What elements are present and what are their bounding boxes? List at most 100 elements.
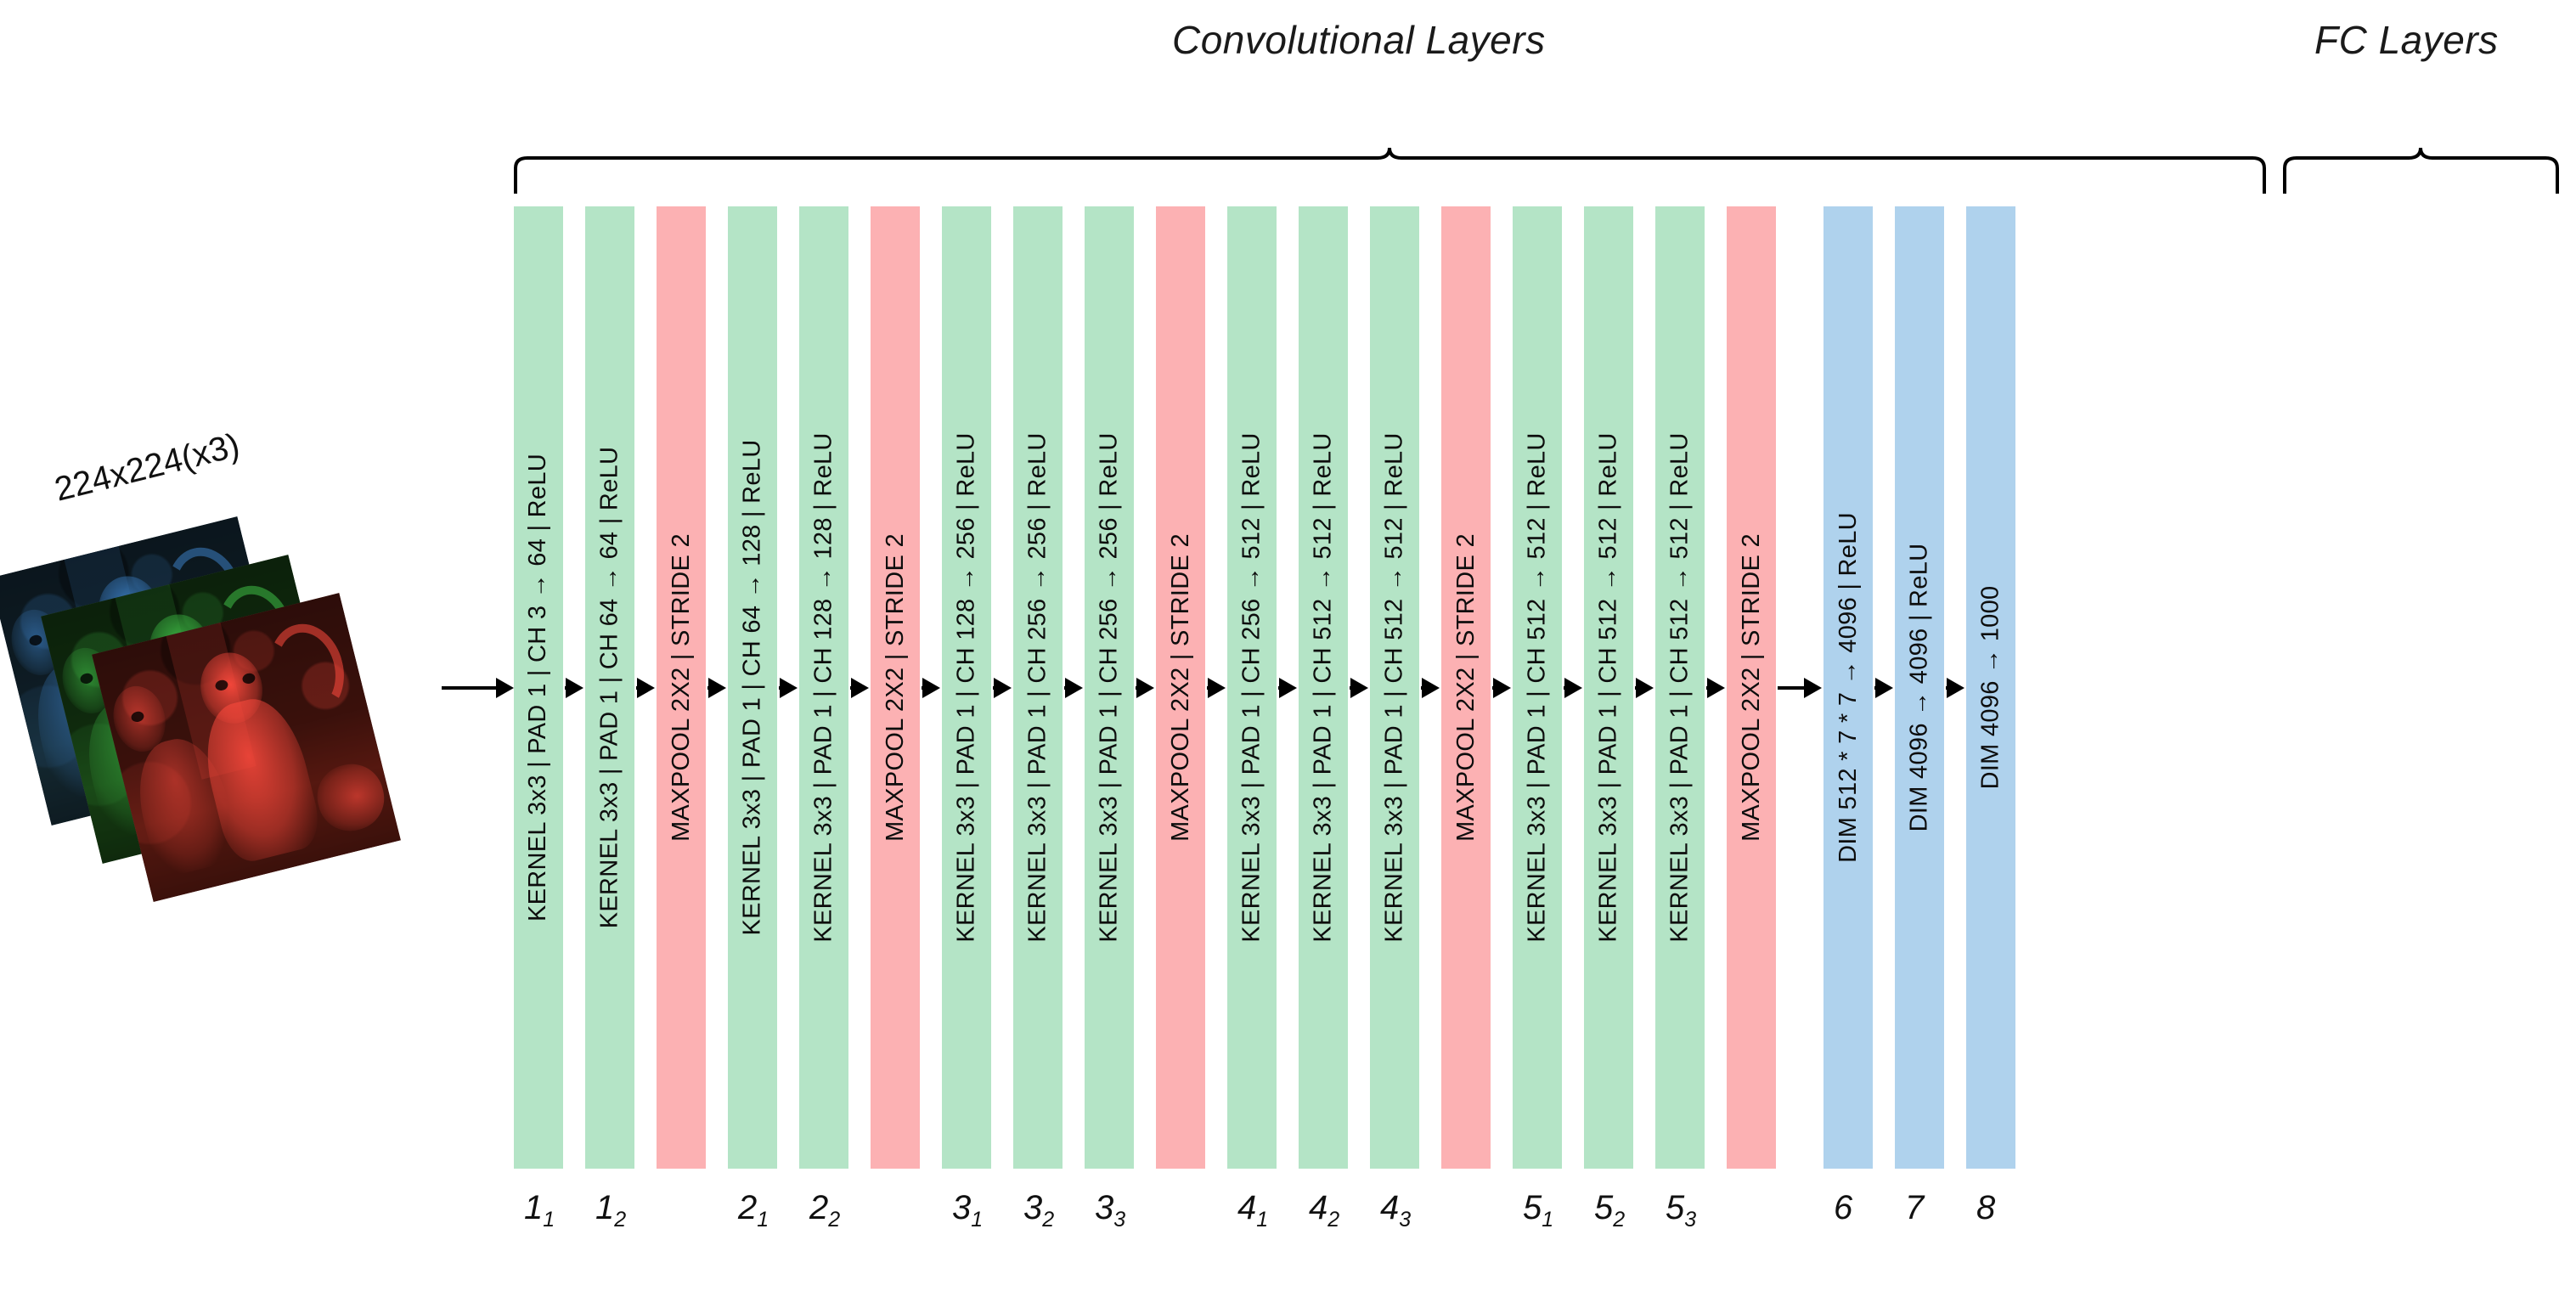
layer-block-label: KERNEL 3x3 | PAD 1 | CH 128 → 128 | ReLU — [809, 432, 837, 943]
layer-index-number: 2 — [738, 1189, 758, 1226]
layer-block-pool-9[interactable]: MAXPOOL 2X2 | STRIDE 2 — [1156, 206, 1205, 1169]
flow-arrow — [779, 676, 798, 700]
layer-block-label: KERNEL 3x3 | PAD 1 | CH 256 → 512 | ReLU — [1237, 432, 1265, 943]
layer-index-label: 22 — [809, 1189, 840, 1232]
layer-block-label: KERNEL 3x3 | PAD 1 | CH 512 → 512 | ReLU — [1666, 432, 1694, 943]
layer-block-conv-11[interactable]: KERNEL 3x3 | PAD 1 | CH 512 → 512 | ReLU — [1299, 206, 1348, 1169]
layer-index-label: 51 — [1523, 1189, 1553, 1232]
flow-arrow — [1278, 676, 1297, 700]
layer-index-label: 53 — [1666, 1189, 1696, 1232]
flow-arrow — [1492, 676, 1511, 700]
layer-index-label: 41 — [1237, 1189, 1268, 1232]
conv-section-title: Convolutional Layers — [1172, 18, 1546, 62]
layer-block-label: KERNEL 3x3 | PAD 1 | CH 512 → 512 | ReLU — [1380, 432, 1408, 943]
layer-index-number: 7 — [1905, 1189, 1925, 1226]
flow-arrow — [1778, 676, 1822, 700]
layer-block-label: KERNEL 3x3 | PAD 1 | CH 64 → 64 | ReLU — [595, 446, 623, 929]
layer-block-conv-12[interactable]: KERNEL 3x3 | PAD 1 | CH 512 → 512 | ReLU — [1370, 206, 1419, 1169]
layer-index-label: 32 — [1023, 1189, 1054, 1232]
layer-block-label: KERNEL 3x3 | PAD 1 | CH 64 → 128 | ReLU — [738, 439, 766, 936]
layer-index-number: 8 — [1976, 1189, 1996, 1226]
layer-block-label: DIM 512 * 7 * 7 → 4096 | ReLU — [1834, 512, 1862, 863]
layer-index-label: 12 — [595, 1189, 626, 1232]
layer-index-number: 1 — [595, 1189, 615, 1226]
layer-index-number: 4 — [1380, 1189, 1400, 1226]
layer-index-label: 31 — [952, 1189, 983, 1232]
flow-arrow — [1207, 676, 1226, 700]
layer-index-label: 52 — [1594, 1189, 1625, 1232]
layer-block-pool-5[interactable]: MAXPOOL 2X2 | STRIDE 2 — [871, 206, 920, 1169]
flow-arrow — [1136, 676, 1154, 700]
layer-block-conv-10[interactable]: KERNEL 3x3 | PAD 1 | CH 256 → 512 | ReLU — [1227, 206, 1277, 1169]
layer-index-subscript: 1 — [757, 1208, 769, 1232]
layer-index-number: 4 — [1309, 1189, 1328, 1226]
flow-arrow — [707, 676, 726, 700]
layer-block-label: MAXPOOL 2X2 | STRIDE 2 — [881, 533, 909, 842]
layer-block-fc-20[interactable]: DIM 4096 → 1000 — [1966, 206, 2015, 1169]
layer-block-conv-7[interactable]: KERNEL 3x3 | PAD 1 | CH 256 → 256 | ReLU — [1013, 206, 1063, 1169]
layer-block-pool-17[interactable]: MAXPOOL 2X2 | STRIDE 2 — [1727, 206, 1776, 1169]
layer-index-subscript: 3 — [1684, 1208, 1697, 1232]
flow-arrow — [636, 676, 655, 700]
layer-index-number: 3 — [1095, 1189, 1114, 1226]
layer-block-label: MAXPOOL 2X2 | STRIDE 2 — [667, 533, 695, 842]
layer-index-number: 2 — [809, 1189, 829, 1226]
layer-index-label: 21 — [738, 1189, 769, 1232]
layer-block-conv-16[interactable]: KERNEL 3x3 | PAD 1 | CH 512 → 512 | ReLU — [1655, 206, 1705, 1169]
layer-block-conv-4[interactable]: KERNEL 3x3 | PAD 1 | CH 128 → 128 | ReLU — [799, 206, 848, 1169]
layer-block-label: KERNEL 3x3 | PAD 1 | CH 512 → 512 | ReLU — [1523, 432, 1551, 943]
layer-block-label: KERNEL 3x3 | PAD 1 | CH 256 → 256 | ReLU — [1023, 432, 1051, 943]
layer-index-number: 4 — [1237, 1189, 1257, 1226]
layer-block-label: KERNEL 3x3 | PAD 1 | CH 256 → 256 | ReLU — [1095, 432, 1123, 943]
layer-block-conv-0[interactable]: KERNEL 3x3 | PAD 1 | CH 3 → 64 | ReLU — [514, 206, 563, 1169]
layer-block-label: KERNEL 3x3 | PAD 1 | CH 512 → 512 | ReLU — [1594, 432, 1622, 943]
layer-index-label: 6 — [1834, 1189, 1852, 1227]
layer-index-subscript: 1 — [971, 1208, 984, 1232]
flow-arrow — [1064, 676, 1083, 700]
layer-block-conv-14[interactable]: KERNEL 3x3 | PAD 1 | CH 512 → 512 | ReLU — [1513, 206, 1562, 1169]
fc-section-title: FC Layers — [2314, 18, 2499, 62]
layer-index-subscript: 1 — [1256, 1208, 1269, 1232]
layer-block-pool-2[interactable]: MAXPOOL 2X2 | STRIDE 2 — [657, 206, 706, 1169]
flow-arrow — [1564, 676, 1582, 700]
flow-arrow — [1635, 676, 1654, 700]
layer-index-subscript: 3 — [1113, 1208, 1126, 1232]
layer-block-conv-15[interactable]: KERNEL 3x3 | PAD 1 | CH 512 → 512 | ReLU — [1584, 206, 1633, 1169]
layer-block-conv-3[interactable]: KERNEL 3x3 | PAD 1 | CH 64 → 128 | ReLU — [728, 206, 777, 1169]
layer-index-subscript: 3 — [1399, 1208, 1412, 1232]
layer-index-label: 33 — [1095, 1189, 1125, 1232]
layer-block-pool-13[interactable]: MAXPOOL 2X2 | STRIDE 2 — [1441, 206, 1491, 1169]
layer-block-fc-18[interactable]: DIM 512 * 7 * 7 → 4096 | ReLU — [1823, 206, 1873, 1169]
layer-index-subscript: 2 — [614, 1208, 627, 1232]
layer-index-subscript: 2 — [1613, 1208, 1626, 1232]
flow-arrow — [442, 676, 514, 700]
layer-index-label: 42 — [1309, 1189, 1339, 1232]
layer-index-subscript: 1 — [1542, 1208, 1554, 1232]
layer-block-label: DIM 4096 → 4096 | ReLU — [1905, 543, 1933, 832]
layer-index-subscript: 2 — [1042, 1208, 1055, 1232]
layer-index-subscript: 2 — [828, 1208, 841, 1232]
layer-index-subscript: 2 — [1327, 1208, 1340, 1232]
conv-section-bracket — [514, 144, 2266, 195]
layer-block-label: MAXPOOL 2X2 | STRIDE 2 — [1166, 533, 1194, 842]
layer-block-label: MAXPOOL 2X2 | STRIDE 2 — [1451, 533, 1480, 842]
flow-arrow — [922, 676, 940, 700]
flow-arrow — [1874, 676, 1893, 700]
layer-block-label: KERNEL 3x3 | PAD 1 | CH 512 → 512 | ReLU — [1309, 432, 1337, 943]
layer-index-number: 3 — [952, 1189, 972, 1226]
fc-section-bracket — [2283, 144, 2559, 195]
layer-index-number: 3 — [1023, 1189, 1043, 1226]
layer-index-number: 5 — [1666, 1189, 1685, 1226]
flow-arrow — [1946, 676, 1964, 700]
layer-block-conv-6[interactable]: KERNEL 3x3 | PAD 1 | CH 128 → 256 | ReLU — [942, 206, 991, 1169]
layer-block-label: DIM 4096 → 1000 — [1976, 585, 2004, 790]
layer-block-conv-8[interactable]: KERNEL 3x3 | PAD 1 | CH 256 → 256 | ReLU — [1085, 206, 1134, 1169]
flow-arrow — [565, 676, 583, 700]
layer-index-number: 6 — [1834, 1189, 1853, 1226]
layer-index-number: 5 — [1594, 1189, 1614, 1226]
layer-index-number: 1 — [524, 1189, 544, 1226]
layer-block-fc-19[interactable]: DIM 4096 → 4096 | ReLU — [1895, 206, 1944, 1169]
flow-arrow — [1421, 676, 1440, 700]
layer-block-conv-1[interactable]: KERNEL 3x3 | PAD 1 | CH 64 → 64 | ReLU — [585, 206, 634, 1169]
